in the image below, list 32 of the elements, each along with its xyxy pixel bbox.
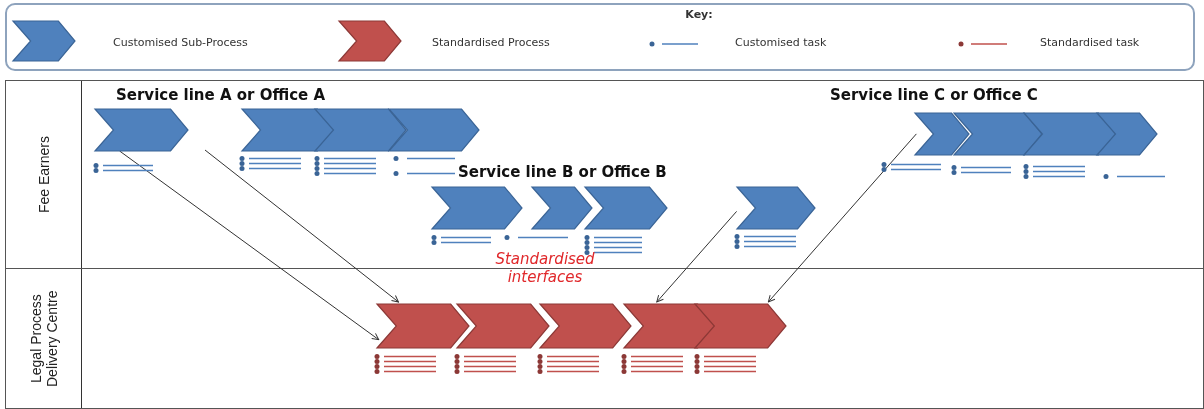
legend-heading: Key: (685, 8, 713, 21)
chevron-arrow-shape (914, 112, 970, 156)
legend-text: Standardised Process (432, 36, 550, 49)
group-title: Service line B or Office B (458, 163, 667, 181)
chevron-arrow-shape (736, 186, 816, 230)
chevron-arrow-shape (314, 108, 407, 152)
arrow (119, 150, 380, 341)
annotation-text: Standardised interfaces (494, 250, 596, 286)
lane-label: Legal Process Delivery Centre (27, 289, 60, 389)
chevron-arrow-shape (953, 112, 1043, 156)
swimlane (5, 268, 1204, 409)
arrow (656, 210, 738, 303)
group-title: Service line C or Office C (830, 86, 1038, 104)
chevron-arrow-shape (388, 108, 480, 152)
arrow (204, 149, 399, 303)
chevron-arrow-shape (1023, 112, 1117, 156)
arrow (767, 133, 917, 303)
chevron-arrow-shape (584, 186, 668, 230)
swimlane (5, 80, 1204, 269)
chevron-arrow-shape (376, 303, 470, 349)
chevron-arrow-shape (694, 303, 787, 349)
legend-text: Customised Sub-Process (113, 36, 248, 49)
chevron-arrow-shape (531, 186, 593, 230)
group-title: Service line A or Office A (116, 86, 326, 104)
legend-text: Customised task (735, 36, 827, 49)
chevron-arrow-shape (431, 186, 523, 230)
chevron-arrow-shape (539, 303, 632, 349)
lane-label: Fee Earners (35, 135, 52, 213)
chevron-arrow-shape (1096, 112, 1158, 156)
chevron-arrow-shape (94, 108, 189, 152)
chevron-arrow-shape (456, 303, 550, 349)
legend-text: Standardised task (1040, 36, 1140, 49)
